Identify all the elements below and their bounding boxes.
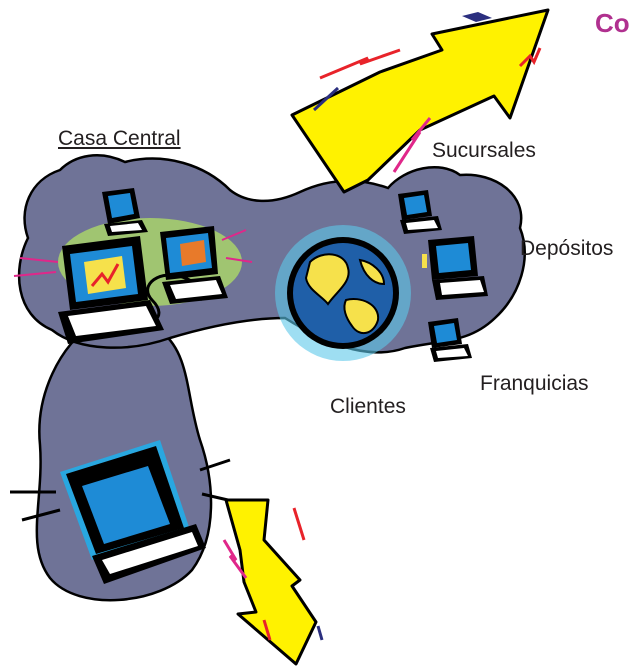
arrow-down [222,498,324,666]
computer-franquicia [428,318,472,362]
computer-left [13,236,164,344]
computer-sucursal [398,190,442,234]
small-computer-top [102,188,148,236]
computer-deposito [422,236,488,300]
label-franquicias: Franquicias [480,372,589,395]
computer-bottom [10,440,231,584]
label-casa-central: Casa Central [58,127,181,150]
label-depositos: Depósitos [520,237,614,260]
computer-center [160,226,253,304]
arrow-up-right [290,8,550,194]
label-clientes: Clientes [330,395,406,418]
globe [275,225,411,361]
page-title: Co [595,8,630,38]
label-sucursales: Sucursales [432,139,536,162]
